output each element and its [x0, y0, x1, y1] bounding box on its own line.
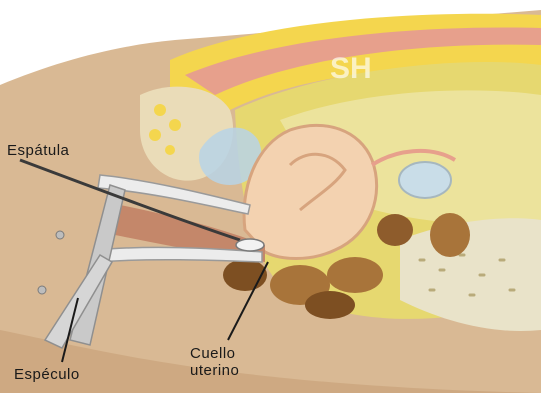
label-cuello-line2: uterino — [190, 362, 239, 379]
speculum-screw — [38, 286, 46, 294]
label-cuello-line1: Cuello — [190, 345, 239, 362]
fat-dot — [165, 145, 175, 155]
label-espatula: Espátula — [7, 142, 69, 159]
bowel-loop — [377, 214, 413, 246]
ovary — [399, 162, 451, 198]
bowel-loop — [430, 213, 470, 257]
label-especulo: Espéculo — [14, 366, 80, 383]
fat-dot — [169, 119, 181, 131]
fat-dot — [149, 129, 161, 141]
bowel-loop — [327, 257, 383, 293]
speculum-lower-blade — [95, 247, 262, 262]
spatula-tip — [236, 239, 264, 251]
watermark: SH — [330, 52, 372, 85]
bowel-loop — [305, 291, 355, 319]
label-cuello-uterino: Cuello uterino — [190, 345, 239, 379]
speculum-screw — [56, 231, 64, 239]
fat-dot — [154, 104, 166, 116]
